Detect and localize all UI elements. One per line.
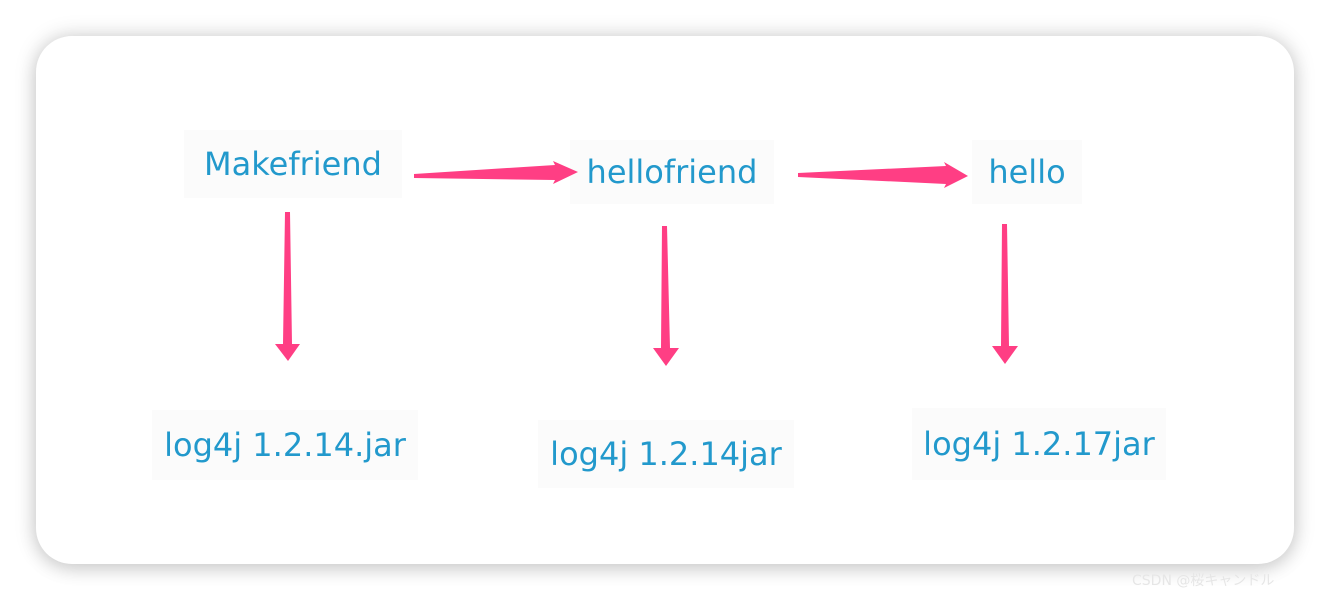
- watermark-text: CSDN @桜キャンドル: [1132, 573, 1275, 589]
- node-makefriend: Makefriend: [184, 130, 402, 198]
- node-hellofriend: hellofriend: [570, 140, 774, 204]
- node-jar-1: log4j 1.2.14.jar: [152, 410, 418, 480]
- node-jar-3: log4j 1.2.17jar: [912, 408, 1166, 480]
- node-jar-2: log4j 1.2.14jar: [538, 420, 794, 488]
- node-hello: hello: [972, 140, 1082, 204]
